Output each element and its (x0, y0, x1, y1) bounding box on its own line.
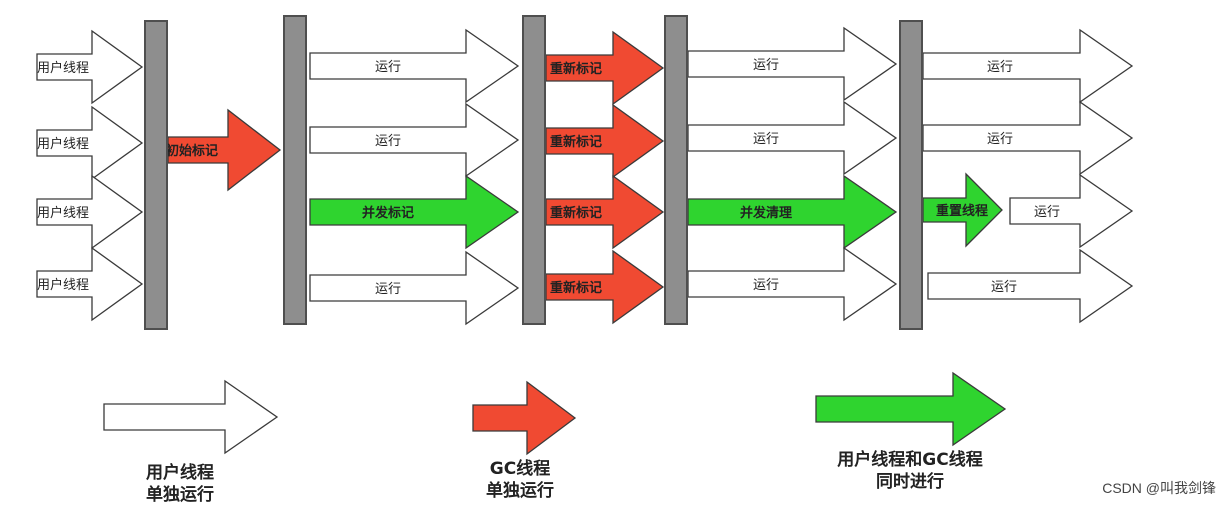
phase-bar-2 (283, 15, 307, 325)
running-arrow-6-shape (687, 246, 898, 322)
user-thread-arrow-3-label: 用户线程 (37, 205, 89, 221)
legend-gc-text: GC线程 单独运行 (460, 458, 580, 502)
user-thread-arrow-2-label: 用户线程 (37, 136, 89, 152)
reset-thread-arrow: 重置线程 (922, 172, 1003, 248)
running-arrow-10-shape (927, 248, 1134, 324)
phase-bar-5 (899, 20, 923, 330)
remark-arrow-3: 重新标记 (545, 174, 665, 250)
concurrent-sweep-arrow: 并发清理 (687, 174, 898, 250)
running-arrow-8-shape (922, 100, 1134, 176)
running-arrow-2-label: 运行 (375, 134, 401, 149)
legend-user-line1: 用户线程 (146, 463, 214, 483)
reset-thread-arrow-label: 重置线程 (936, 203, 988, 219)
user-thread-arrow-1-shape (36, 29, 144, 105)
initial-mark-arrow: 初始标记 (166, 108, 282, 192)
remark-arrow-4-shape (545, 249, 665, 325)
running-arrow-1: 运行 (309, 28, 520, 104)
running-arrow-6-label: 运行 (753, 278, 779, 293)
running-arrow-3-label: 运行 (375, 282, 401, 297)
running-arrow-8-label: 运行 (987, 132, 1013, 147)
legend-both-text: 用户线程和GC线程 同时进行 (800, 449, 1020, 493)
user-thread-arrow-4-shape (36, 246, 144, 322)
running-arrow-10-label: 运行 (991, 280, 1017, 295)
running-arrow-1-label: 运行 (375, 60, 401, 75)
legend-gc-arrow-shape (472, 380, 577, 456)
remark-arrow-1: 重新标记 (545, 30, 665, 106)
remark-arrow-1-shape (545, 30, 665, 106)
running-arrow-4: 运行 (687, 26, 898, 102)
remark-arrow-4: 重新标记 (545, 249, 665, 325)
watermark: CSDN @叫我剑锋 (1102, 480, 1216, 496)
running-arrow-5-label: 运行 (753, 132, 779, 147)
running-arrow-9-shape (1009, 173, 1134, 249)
initial-mark-arrow-shape (167, 108, 282, 192)
running-arrow-6: 运行 (687, 246, 898, 322)
running-arrow-7: 运行 (922, 28, 1134, 104)
running-arrow-5-shape (687, 100, 898, 176)
running-arrow-4-shape (687, 26, 898, 102)
running-arrow-10: 运行 (927, 248, 1134, 324)
legend-both-arrow (815, 371, 1007, 447)
user-thread-arrow-4: 用户线程 (36, 246, 144, 322)
legend-user-arrow-shape (103, 379, 279, 455)
running-arrow-1-shape (309, 28, 520, 104)
concurrent-sweep-arrow-shape (687, 174, 898, 250)
user-thread-arrow-2-shape (36, 105, 144, 181)
legend-gc-line1: GC线程 (489, 459, 551, 479)
legend-both-arrow-shape (815, 371, 1007, 447)
legend-gc-line2: 单独运行 (486, 481, 554, 501)
running-arrow-5: 运行 (687, 100, 898, 176)
concurrent-sweep-arrow-label: 并发清理 (740, 205, 792, 221)
running-arrow-7-shape (922, 28, 1134, 104)
remark-arrow-4-label: 重新标记 (550, 280, 602, 296)
legend-user-line2: 单独运行 (146, 485, 214, 505)
concurrent-mark-arrow: 并发标记 (309, 174, 520, 250)
legend-both-line1: 用户线程和GC线程 (837, 450, 983, 470)
running-arrow-3-shape (309, 250, 520, 326)
user-thread-arrow-1-label: 用户线程 (37, 60, 89, 76)
user-thread-arrow-3: 用户线程 (36, 174, 144, 250)
remark-arrow-1-label: 重新标记 (550, 61, 602, 77)
legend-user-arrow (103, 379, 279, 455)
concurrent-mark-arrow-shape (309, 174, 520, 250)
running-arrow-4-label: 运行 (753, 58, 779, 73)
running-arrow-2-shape (309, 102, 520, 178)
running-arrow-3: 运行 (309, 250, 520, 326)
user-thread-arrow-1: 用户线程 (36, 29, 144, 105)
user-thread-arrow-4-label: 用户线程 (37, 277, 89, 293)
remark-arrow-2-shape (545, 103, 665, 179)
running-arrow-2: 运行 (309, 102, 520, 178)
phase-bar-3 (522, 15, 546, 325)
remark-arrow-2-label: 重新标记 (550, 134, 602, 150)
concurrent-mark-arrow-label: 并发标记 (362, 205, 414, 221)
running-arrow-8: 运行 (922, 100, 1134, 176)
phase-bar-4 (664, 15, 688, 325)
legend-gc-arrow (472, 380, 577, 456)
remark-arrow-2: 重新标记 (545, 103, 665, 179)
legend-both-line2: 同时进行 (876, 472, 944, 492)
running-arrow-9-label: 运行 (1034, 205, 1060, 220)
reset-thread-arrow-shape (922, 172, 1003, 248)
remark-arrow-3-shape (545, 174, 665, 250)
legend-user-text: 用户线程 单独运行 (120, 462, 240, 506)
user-thread-arrow-3-shape (36, 174, 144, 250)
remark-arrow-3-label: 重新标记 (550, 205, 602, 221)
phase-bar-1 (144, 20, 168, 330)
initial-mark-arrow-label: 初始标记 (166, 143, 218, 159)
running-arrow-9: 运行 (1009, 173, 1134, 249)
running-arrow-7-label: 运行 (987, 60, 1013, 75)
user-thread-arrow-2: 用户线程 (36, 105, 144, 181)
